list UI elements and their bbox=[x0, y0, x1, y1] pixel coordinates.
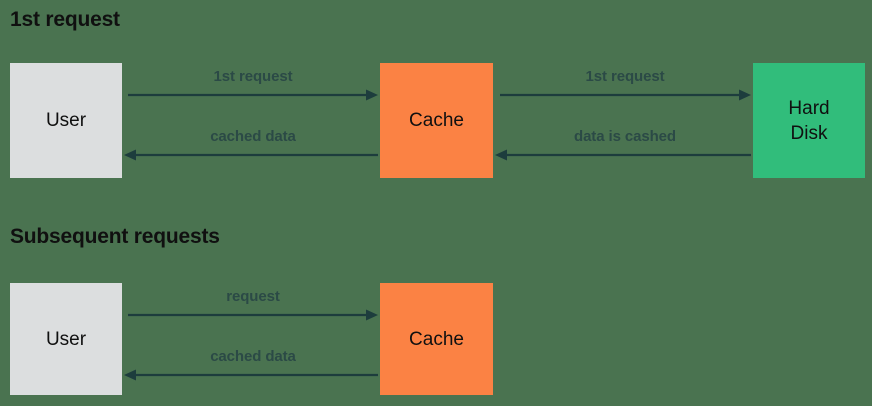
node-user-row2: User bbox=[10, 283, 122, 395]
arrow-user-to-cache-row1 bbox=[128, 88, 378, 102]
arrow-cache-to-user-row2 bbox=[124, 368, 378, 382]
node-cache-row2: Cache bbox=[380, 283, 493, 395]
node-cache-row1: Cache bbox=[380, 63, 493, 178]
arrow-cache-to-user-row1 bbox=[124, 148, 378, 162]
section-heading-subsequent-requests: Subsequent requests bbox=[10, 225, 220, 248]
section-heading-first-request: 1st request bbox=[10, 8, 120, 31]
node-hard-disk-row1: Hard Disk bbox=[753, 63, 865, 178]
node-user-row1: User bbox=[10, 63, 122, 178]
arrow-disk-to-cache-row1 bbox=[495, 148, 751, 162]
node-hard-disk-row1-label-line2: Disk bbox=[790, 122, 828, 144]
flow-label-user-to-cache-request-row2: request bbox=[226, 288, 280, 305]
arrow-user-to-cache-row2 bbox=[128, 308, 378, 322]
node-user-row1-label: User bbox=[45, 110, 87, 131]
node-cache-row1-label: Cache bbox=[409, 110, 464, 131]
flow-label-cache-to-user-cached-data-row1: cached data bbox=[210, 128, 296, 145]
flow-label-cache-to-disk-request-row1: 1st request bbox=[585, 68, 665, 85]
flow-label-user-to-cache-request-row1: 1st request bbox=[213, 68, 293, 85]
flow-label-disk-to-cache-data-cashed-row1: data is cashed bbox=[574, 128, 676, 145]
arrow-cache-to-disk-row1 bbox=[500, 88, 751, 102]
node-cache-row2-label: Cache bbox=[409, 328, 464, 350]
node-user-row2-label: User bbox=[45, 328, 87, 350]
node-hard-disk-row1-label: Hard Disk bbox=[788, 96, 829, 146]
flow-label-cache-to-user-cached-data-row2: cached data bbox=[210, 348, 296, 365]
node-hard-disk-row1-label-line1: Hard bbox=[788, 97, 830, 119]
